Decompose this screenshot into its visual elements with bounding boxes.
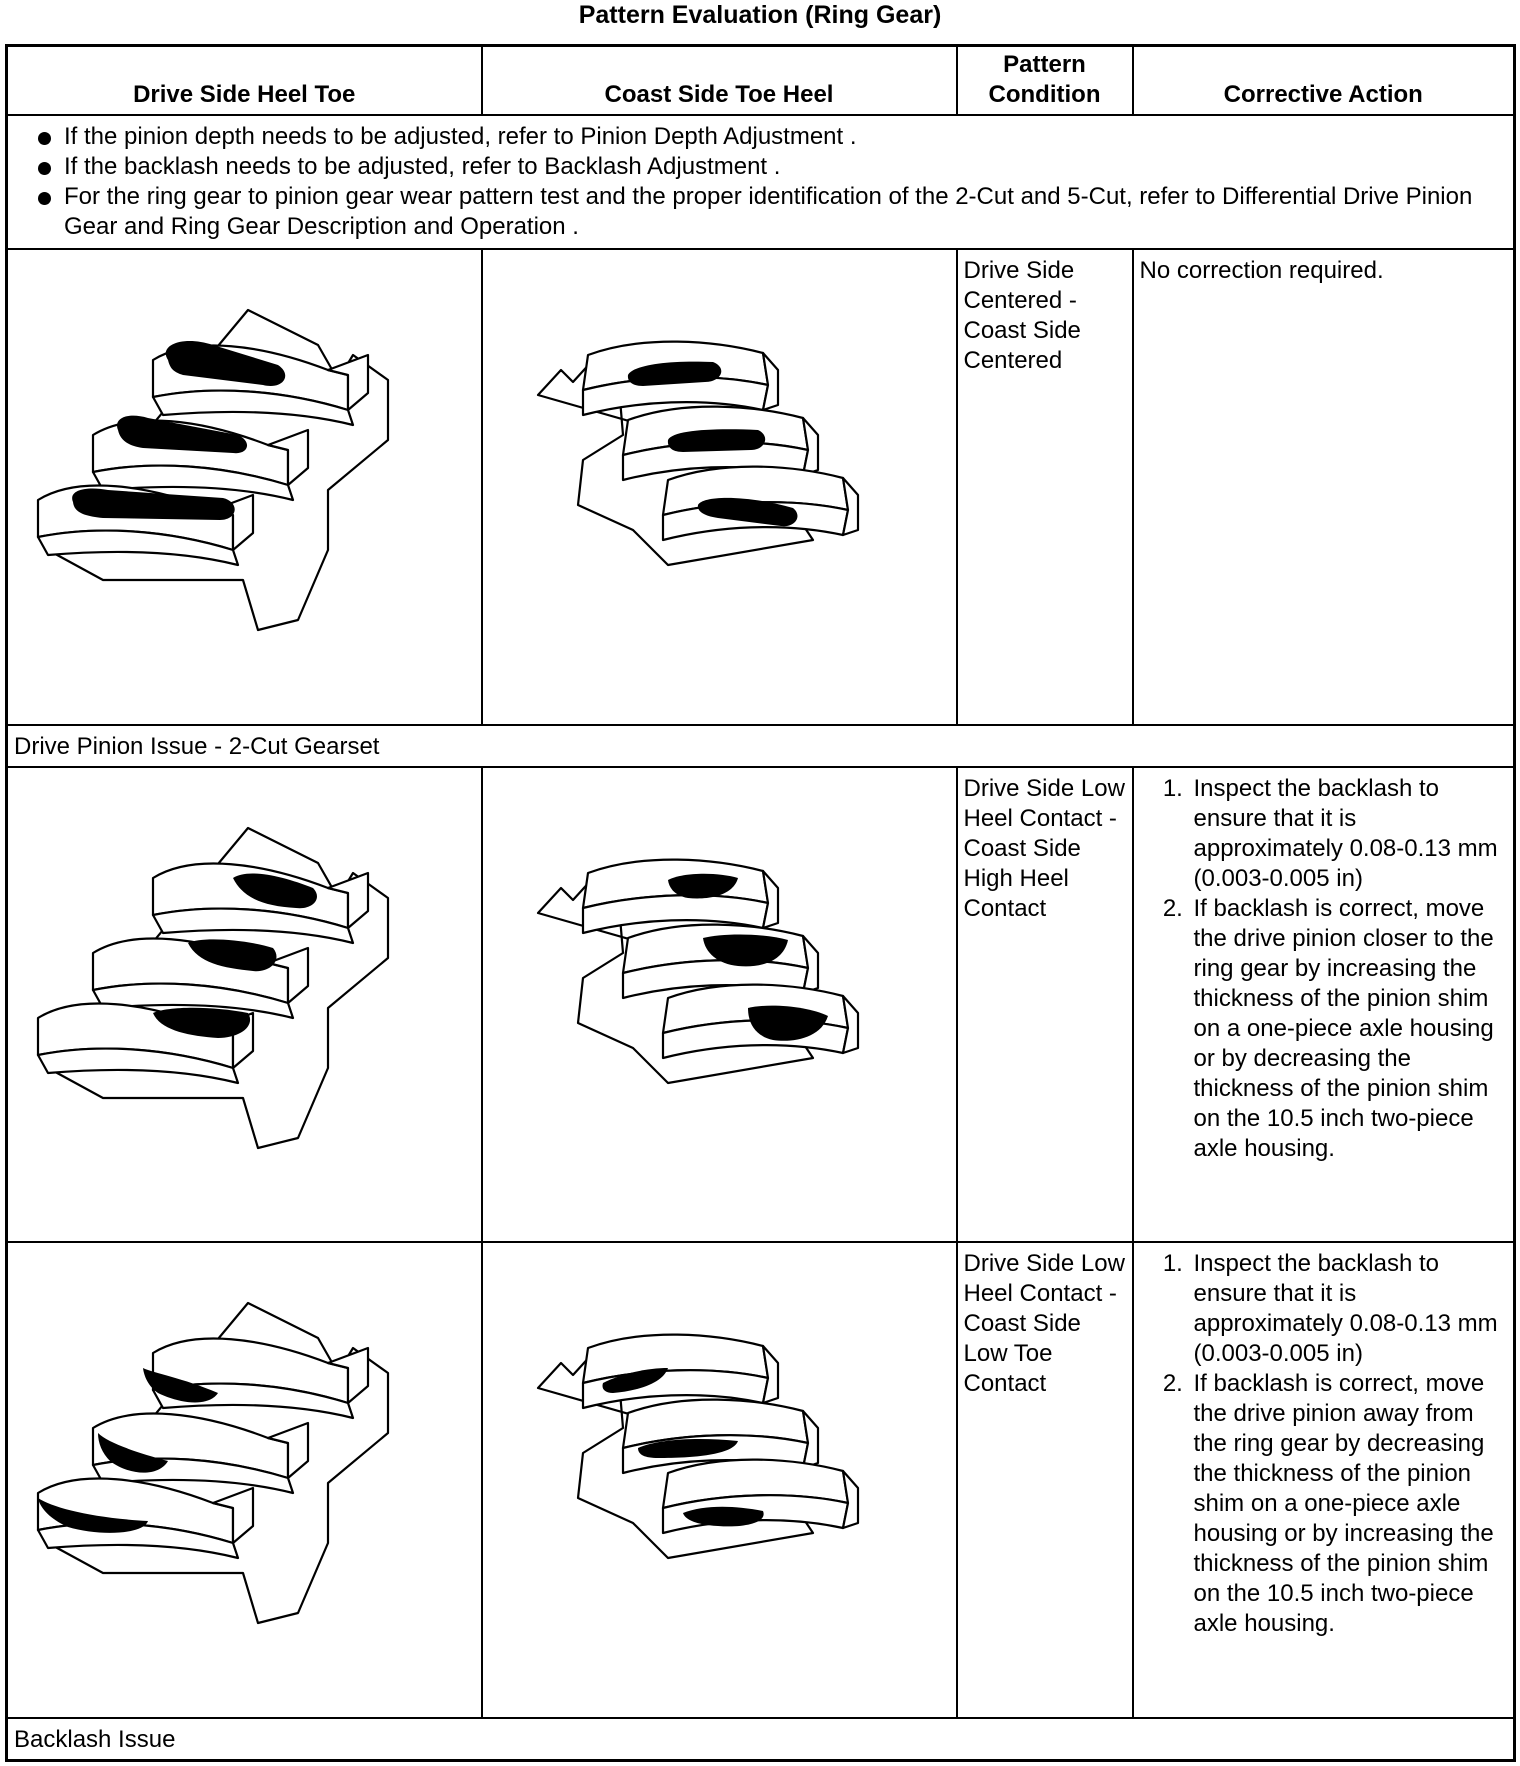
- contact-pattern: [143, 1368, 218, 1403]
- contact-pattern: [165, 341, 286, 387]
- action-steps: Inspect the backlash to ensure that it i…: [1140, 1249, 1508, 1639]
- tooth-end: [266, 1422, 310, 1480]
- tooth-end: [841, 477, 859, 537]
- header-pattern-condition: Pattern Condition: [955, 44, 1134, 116]
- coast-side-figure-cell: [480, 248, 958, 726]
- gear-tooth: [581, 1333, 779, 1410]
- tooth-lip: [151, 389, 355, 427]
- drive-side-figure-cell: [5, 248, 483, 726]
- drive-gear-illustration: [36, 309, 390, 632]
- header-coast-side: Coast Side Toe Heel: [480, 44, 958, 116]
- coast-gear-illustration: [536, 858, 859, 1084]
- corrective-action: Inspect the backlash to ensure that it i…: [1131, 765, 1516, 1244]
- drive-gear-illustration: [36, 826, 390, 1149]
- tooth-end: [326, 1347, 370, 1405]
- coast-gear-illustration: [536, 340, 859, 567]
- tooth-end: [326, 354, 370, 412]
- contact-pattern: [682, 1507, 764, 1527]
- notes-row: If the pinion depth needs to be adjusted…: [5, 113, 1516, 251]
- page-title: Pattern Evaluation (Ring Gear): [578, 1, 942, 29]
- corrective-action: No correction required.: [1131, 248, 1516, 726]
- contact-pattern: [667, 873, 738, 899]
- section-label: Drive Pinion Issue - 2-Cut Gearset: [5, 723, 1516, 768]
- pattern-row: Drive Side Centered - Coast Side Centere…: [5, 248, 1516, 726]
- tooth-end: [326, 871, 370, 929]
- contact-pattern: [72, 488, 235, 521]
- contact-pattern: [98, 1433, 168, 1473]
- corrective-action: Inspect the backlash to ensure that it i…: [1131, 1241, 1516, 1719]
- notes-list: If the pinion depth needs to be adjusted…: [18, 122, 1503, 242]
- notes-cell: If the pinion depth needs to be adjusted…: [5, 113, 1516, 251]
- note-item: If the pinion depth needs to be adjusted…: [18, 122, 1503, 152]
- note-item: For the ring gear to pinion gear wear pa…: [18, 182, 1503, 242]
- section-row: Backlash Issue: [5, 1716, 1516, 1762]
- pattern-condition: Drive Side Low Heel Contact - Coast Side…: [955, 765, 1134, 1244]
- note-item: If the backlash needs to be adjusted, re…: [18, 152, 1503, 182]
- contact-pattern: [233, 873, 317, 909]
- contact-pattern: [637, 1439, 738, 1459]
- pattern-row: Drive Side Low Heel Contact - Coast Side…: [5, 765, 1516, 1244]
- tooth-end: [761, 1345, 779, 1405]
- coast-gear-illustration: [536, 1333, 859, 1560]
- tooth-end: [761, 869, 779, 929]
- action-step: If backlash is correct, move the drive p…: [1190, 1369, 1508, 1639]
- action-step: Inspect the backlash to ensure that it i…: [1190, 774, 1508, 894]
- contact-pattern: [117, 415, 248, 454]
- contact-pattern: [601, 1368, 668, 1394]
- action-step: If backlash is correct, move the drive p…: [1190, 894, 1508, 1164]
- section-label: Backlash Issue: [5, 1716, 1516, 1762]
- contact-pattern: [627, 361, 721, 387]
- pattern-condition: Drive Side Low Heel Contact - Coast Side…: [955, 1241, 1134, 1719]
- drive-gear-illustration: [36, 1302, 390, 1625]
- header-drive-side: Drive Side Heel Toe: [5, 44, 483, 116]
- pattern-condition: Drive Side Centered - Coast Side Centere…: [955, 248, 1134, 726]
- coast-side-figure-cell: [480, 765, 958, 1244]
- contact-pattern: [702, 934, 788, 967]
- action-step: Inspect the backlash to ensure that it i…: [1190, 1249, 1508, 1369]
- header-row: Drive Side Heel Toe Coast Side Toe Heel …: [5, 44, 1516, 116]
- tooth-lip: [151, 907, 355, 944]
- pattern-evaluation-table: Drive Side Heel Toe Coast Side Toe Heel …: [5, 44, 1516, 1762]
- gear-tooth: [151, 1337, 370, 1420]
- tooth-end: [841, 1470, 859, 1530]
- header-corrective-action: Corrective Action: [1131, 44, 1516, 116]
- tooth-end: [761, 352, 779, 412]
- tooth-lip: [91, 464, 295, 502]
- tooth-end: [266, 946, 310, 1004]
- tooth-lip: [36, 529, 240, 567]
- section-row: Drive Pinion Issue - 2-Cut Gearset: [5, 723, 1516, 768]
- contact-pattern: [188, 939, 277, 971]
- contact-pattern: [667, 429, 765, 453]
- tooth-end: [841, 994, 859, 1054]
- gear-tooth: [581, 858, 779, 934]
- coast-side-figure-cell: [480, 1241, 958, 1719]
- contact-pattern: [697, 497, 797, 527]
- action-steps: Inspect the backlash to ensure that it i…: [1140, 774, 1508, 1164]
- drive-side-figure-cell: [5, 765, 483, 1244]
- contact-pattern: [153, 1007, 251, 1038]
- tooth-end: [211, 1487, 255, 1545]
- contact-pattern: [38, 1498, 148, 1534]
- contact-pattern: [747, 1005, 828, 1041]
- drive-side-figure-cell: [5, 1241, 483, 1719]
- tooth-lip: [36, 1047, 240, 1084]
- tooth-lip: [91, 982, 295, 1019]
- pattern-row: Drive Side Low Heel Contact - Coast Side…: [5, 1241, 1516, 1719]
- tooth-end: [266, 429, 310, 487]
